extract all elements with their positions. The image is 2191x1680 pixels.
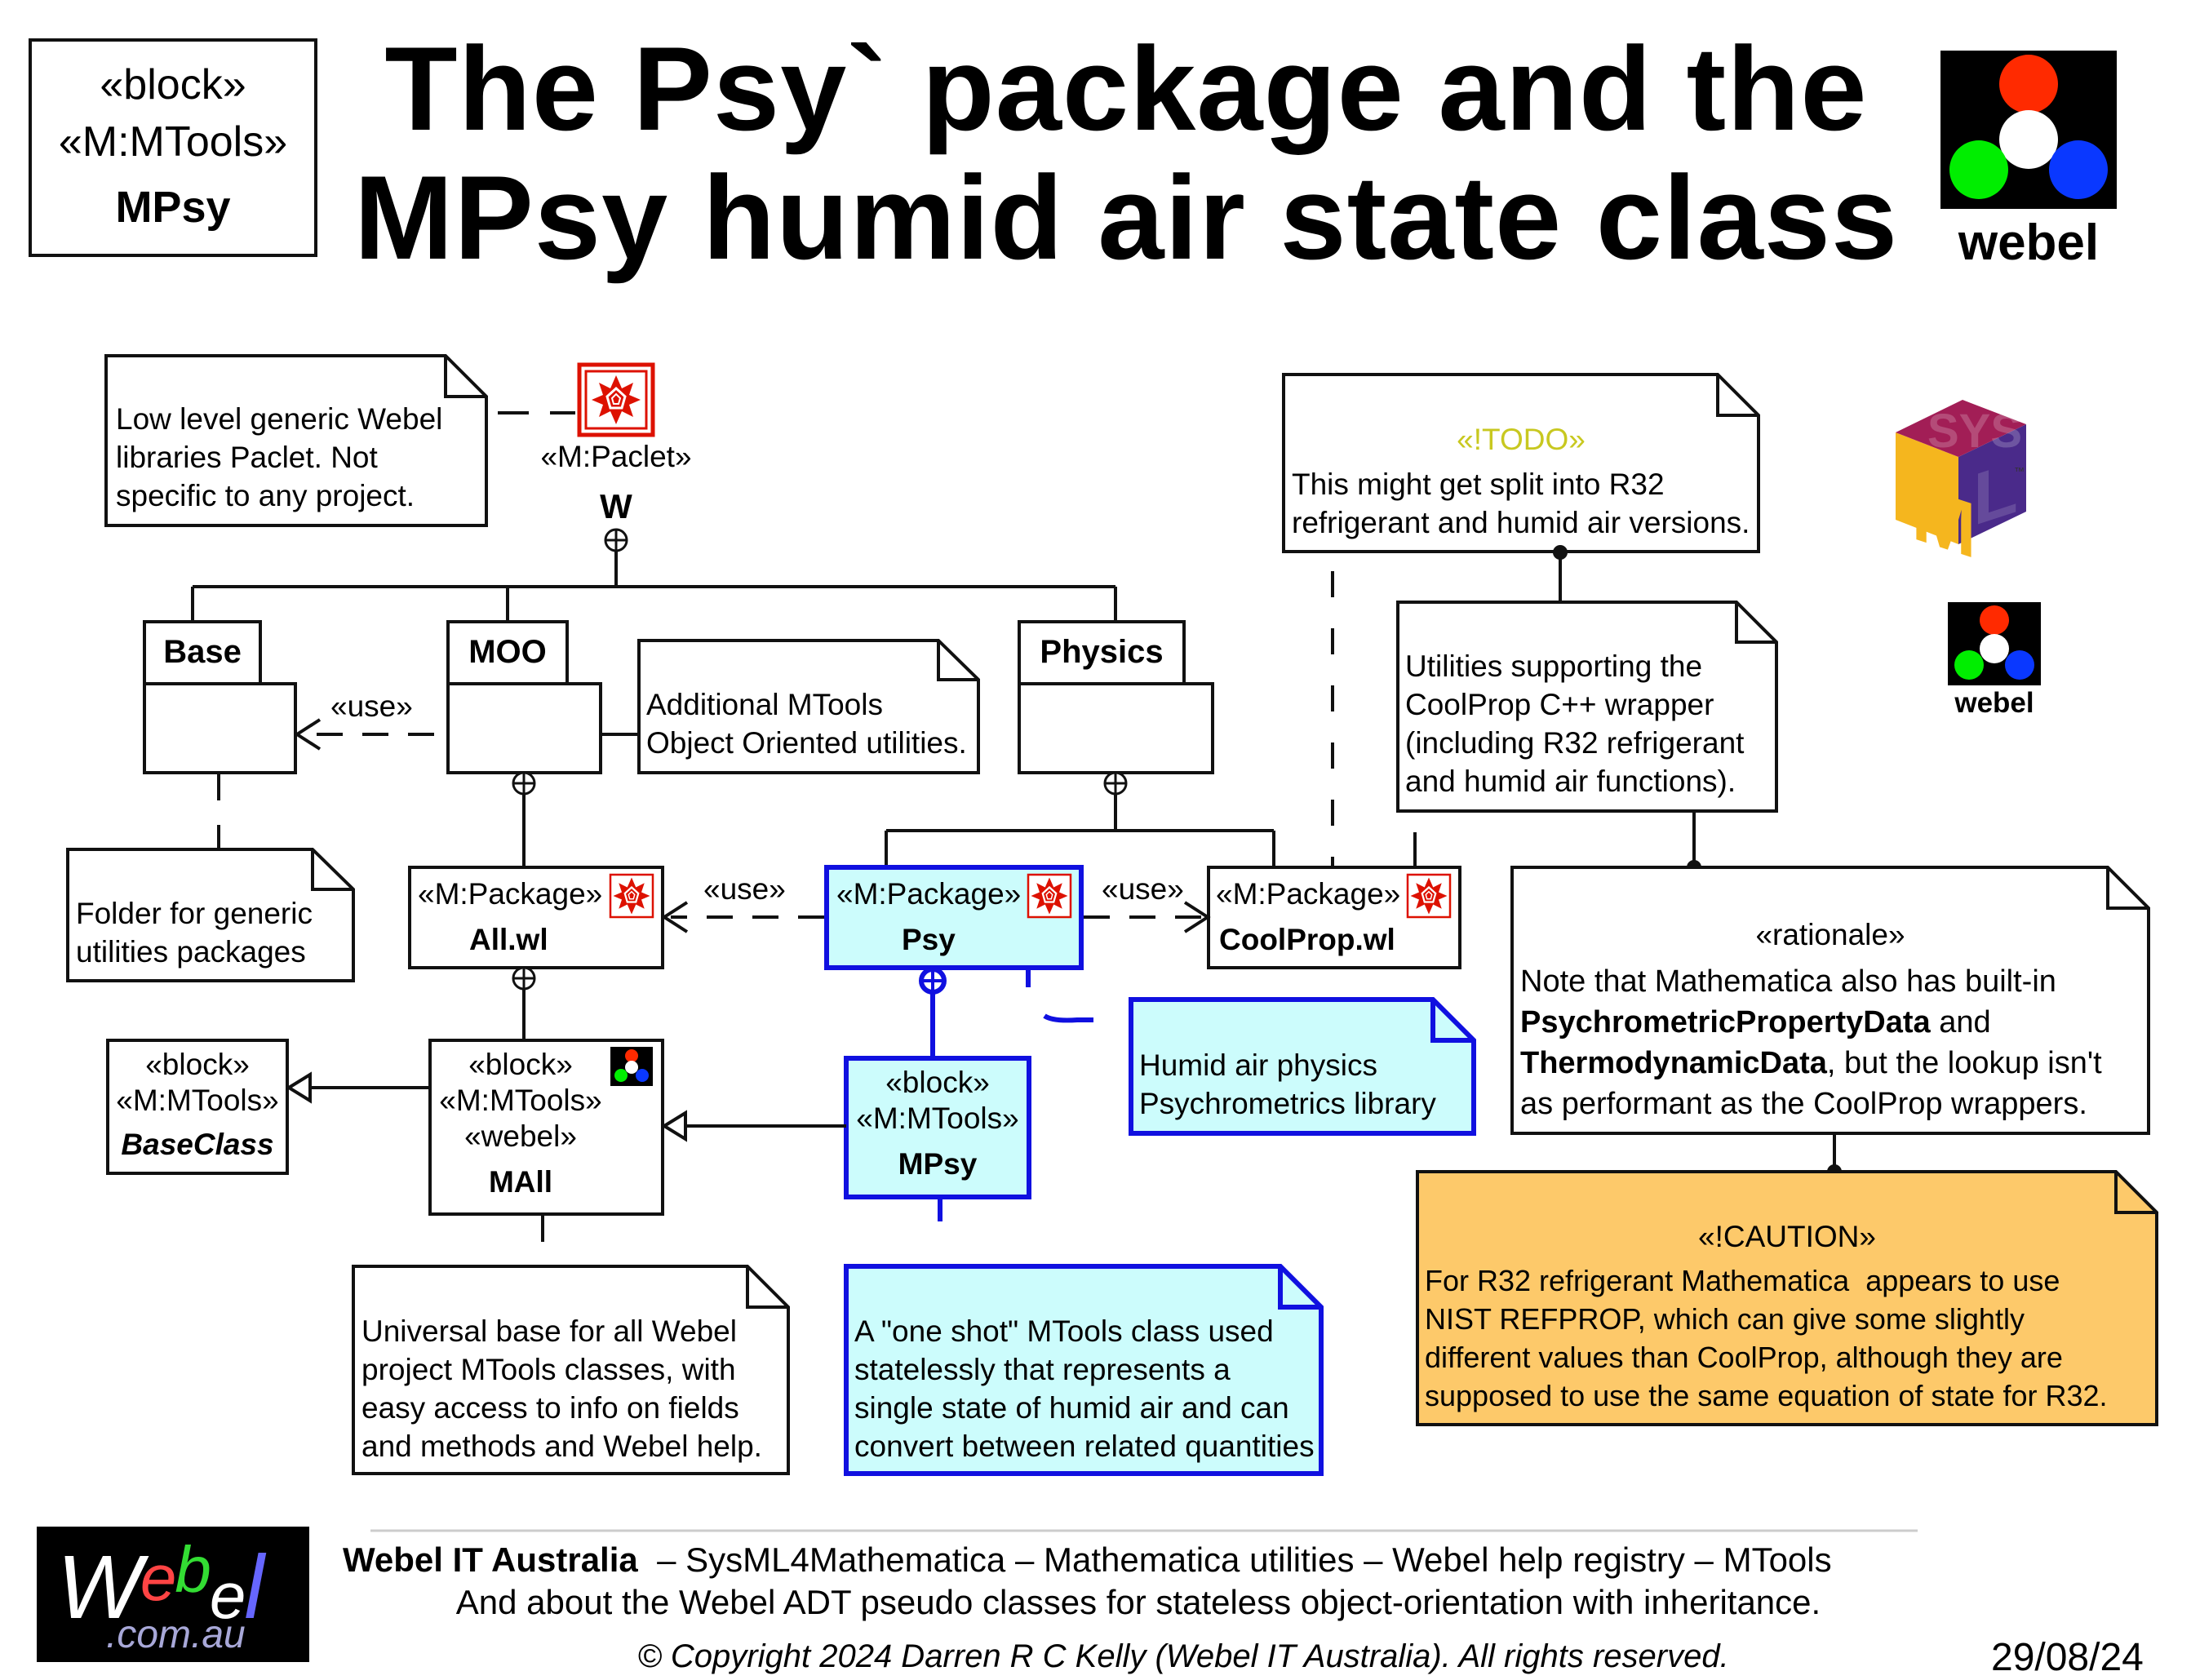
containment-icon-psy [919,967,947,995]
package-base[interactable]: Base [163,634,242,670]
block-mpsy-shape [844,1056,1031,1199]
webel-logo-small [1948,602,2041,685]
wolfram-paclet-icon [577,362,655,437]
todo-stereotype: «!TODO» [1457,423,1586,456]
use-label-psy-coolprop: «use» [1102,872,1184,906]
footer-logo-sub: .com.au [106,1613,246,1656]
header-stereotype-block: «block» [100,61,246,109]
note-universal-shape [352,1265,790,1475]
package-moo[interactable]: MOO [468,634,547,670]
containment-icon-w [604,528,628,552]
header-block-mpsy: «block» «M:MTools» MPsy [29,38,317,257]
wolfram-icon-all-wl [609,873,654,919]
rationale-stereotype: «rationale» [1755,918,1905,951]
containment-icon-all-wl [512,966,536,991]
package-moo-shape [446,620,602,774]
wolfram-icon-coolprop [1406,873,1452,919]
psy-anchor-humid [1043,1013,1093,1023]
paclet-name-w: W [600,487,632,525]
footer-company[interactable]: Webel IT Australia [343,1540,648,1579]
caution-stereotype: «!CAUTION» [1698,1220,1876,1253]
block-baseclass[interactable]: «block»«M:MTools»BaseClass [116,1048,279,1161]
sysml-logo: M L SYS ™ [1896,400,2026,575]
note-folder-shape [66,848,355,982]
webel-logo-header [1940,51,2117,209]
footer-topics[interactable]: – SysML4Mathematica – Mathematica utilit… [647,1540,1832,1579]
note-caution-shape [1416,1170,2158,1426]
footer-date: 29/08/24 [1991,1636,2144,1679]
svg-text:SYS: SYS [1927,405,2022,458]
note-low-level-shape [104,354,488,527]
footer-line-1: Webel IT Australia – SysML4Mathematica –… [343,1540,1832,1580]
svg-text:L: L [1973,445,2018,542]
note-humid-shape [1129,997,1476,1136]
title-line-2: MPsy humid air state class [353,151,1899,284]
package-physics-shape [1018,620,1214,774]
containment-icon-moo [512,771,536,796]
header-block-name: MPsy [115,183,231,232]
footer-webel-logo[interactable]: Webel .com.au [49,1532,302,1656]
package-coolprop-wl[interactable]: CoolProp.wl [1219,923,1395,956]
block-baseclass-shape [106,1039,289,1175]
wolfram-icon-psy [1027,873,1072,919]
containment-icon-physics [1103,771,1128,796]
title-line-1: The Psy` package and the [384,22,1868,155]
header-stereotype-mtools: «M:MTools» [58,118,288,166]
package-psy[interactable]: Psy [902,923,956,956]
footer-copyright: © Copyright 2024 Darren R C Kelly (Webel… [637,1638,1729,1674]
webel-logo-header-text: webel [1958,215,2100,271]
webel-logo-small-text: webel [1954,687,2034,719]
svg-text:™: ™ [2014,465,2025,477]
use-label-moo-base: «use» [330,689,413,723]
note-additional-shape [637,639,980,774]
footer-webel-logo-bg [37,1527,309,1662]
all-wl-stereotype: «M:Package» [418,877,603,911]
package-physics[interactable]: Physics [1040,634,1164,670]
note-caution: For R32 refrigerant Mathematica appears … [1425,1264,2108,1412]
use-label-psy-all: «use» [703,872,786,906]
block-mpsy[interactable]: «block»«M:MTools»MPsy [856,1066,1019,1181]
package-base-shape [143,620,297,774]
webel-icon-mall [610,1047,653,1086]
page-title: The Psy` package and the MPsy humid air … [343,24,1909,282]
svg-text:M: M [1911,467,1976,575]
block-mall[interactable]: «block»«M:MTools»«webel»MAll [439,1048,602,1199]
paclet-stereotype: «M:Paclet» [540,440,692,473]
coolprop-stereotype: «M:Package» [1216,877,1401,911]
note-todo-shape [1282,373,1760,553]
footer-logo-main: Webel [57,1533,264,1638]
psy-stereotype: «M:Package» [836,877,1022,911]
package-all-wl[interactable]: All.wl [469,923,548,956]
note-coolprop-utils-shape [1396,601,1778,813]
note-rationale-shape [1510,866,2150,1135]
footer-line-2: And about the Webel ADT pseudo classes f… [455,1583,1821,1621]
note-one-shot-shape [844,1264,1324,1476]
